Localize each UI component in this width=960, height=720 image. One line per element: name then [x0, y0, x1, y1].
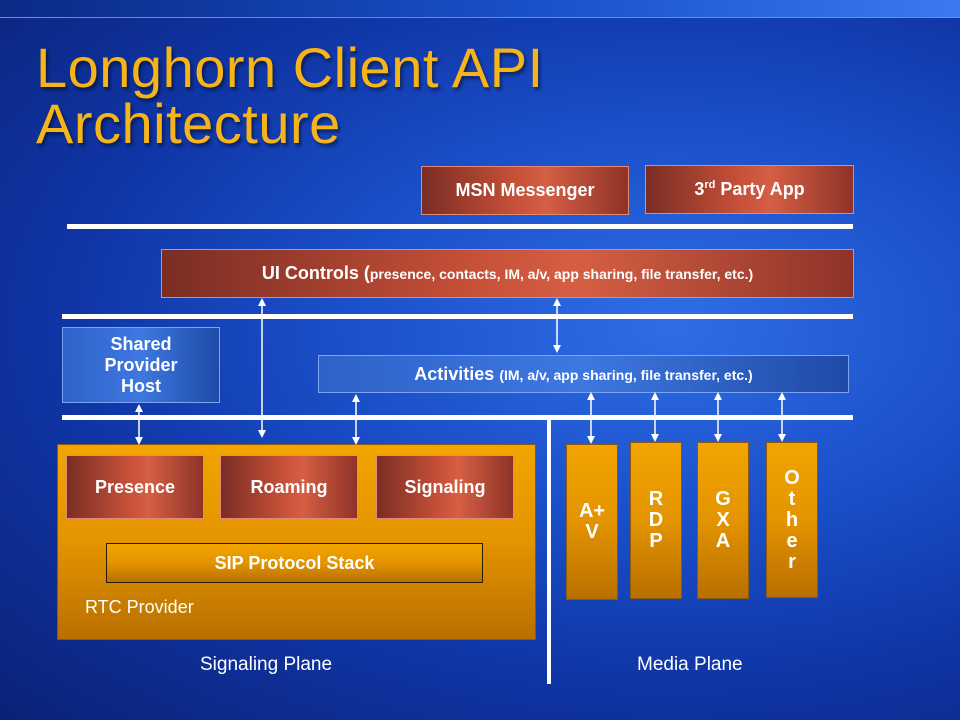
msn-messenger-box: MSN Messenger: [421, 166, 629, 215]
title-line-1: Longhorn Client API: [36, 36, 544, 99]
third-party-app-label: 3rd Party App: [694, 179, 805, 199]
msn-messenger-label: MSN Messenger: [455, 180, 595, 200]
activities-label: Activities (IM, a/v, app sharing, file t…: [414, 363, 753, 384]
media-plane-label: Media Plane: [637, 654, 743, 675]
app-layer-line: [67, 224, 853, 229]
ui-controls-label: UI Controls (presence, contacts, IM, a/v…: [261, 263, 754, 283]
rtc-provider-label: RTC Provider: [85, 597, 194, 617]
ui-controls-box: UI Controls (presence, contacts, IM, a/v…: [161, 249, 854, 298]
rdp-box: R D P: [630, 442, 682, 599]
controls-layer-line: [62, 314, 853, 319]
plane-divider: [547, 420, 551, 684]
slide-title: Longhorn Client API Architecture: [36, 40, 544, 152]
signaling-plane-label: Signaling Plane: [200, 654, 333, 675]
av-box: A+ V: [566, 444, 618, 600]
provider-layer-line: [62, 415, 853, 420]
presence-box: Presence: [66, 455, 204, 519]
roaming-box: Roaming: [220, 455, 358, 519]
signaling-box: Signaling: [376, 455, 514, 519]
third-party-app-box: 3rd Party App: [645, 165, 854, 214]
activities-box: Activities (IM, a/v, app sharing, file t…: [318, 355, 849, 393]
title-line-2: Architecture: [36, 92, 341, 155]
other-box: O t h e r: [766, 442, 818, 598]
top-bar: [0, 0, 960, 18]
sip-protocol-stack-box: SIP Protocol Stack: [106, 543, 483, 583]
shared-provider-host-box: Shared Provider Host: [62, 327, 220, 403]
gxa-box: G X A: [697, 442, 749, 599]
